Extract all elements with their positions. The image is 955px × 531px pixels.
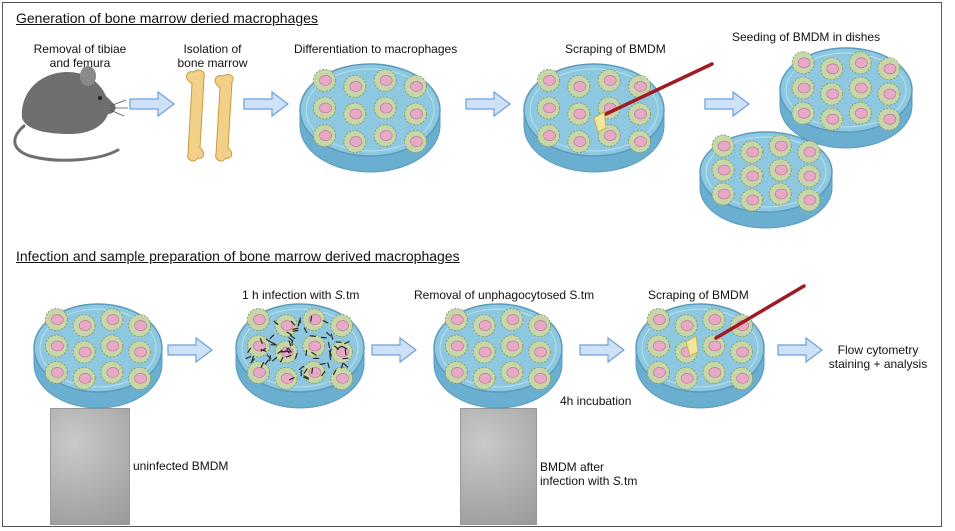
step-differentiation-label: Differentiation to macrophages bbox=[294, 42, 458, 56]
petri-dish-icon bbox=[433, 303, 563, 409]
micrograph-uninfected bbox=[50, 408, 130, 525]
petri-dish-icon bbox=[635, 303, 765, 409]
petri-dish-icon bbox=[33, 303, 163, 409]
step-infection-label: 1 h infection with S.tm bbox=[242, 288, 360, 302]
step-scraping-label: Scraping of BMDM bbox=[565, 42, 666, 56]
step-removal-unphagocytosed-label: Removal of unphagocytosed S.tm bbox=[414, 288, 595, 302]
micrograph-infected-label: BMDM after infection with S.tm bbox=[540, 460, 638, 488]
petri-dish-icon bbox=[699, 131, 833, 229]
process-arrow-icon bbox=[129, 90, 175, 118]
bone-icon bbox=[186, 69, 234, 162]
mouse-icon bbox=[13, 66, 128, 162]
section2-title: Infection and sample preparation of bone… bbox=[16, 248, 460, 264]
petri-dish-icon bbox=[299, 63, 441, 173]
process-arrow-icon bbox=[167, 336, 213, 364]
cell-scraper-icon bbox=[685, 284, 806, 357]
step-seeding-label: Seeding of BMDM in dishes bbox=[732, 30, 881, 44]
step-isolation-label: Isolation of bone marrow bbox=[177, 42, 248, 70]
bacteria-icon bbox=[245, 315, 350, 381]
petri-dish-icon bbox=[523, 63, 665, 173]
petri-dish-infected bbox=[235, 303, 365, 409]
micrograph-uninfected-label: uninfected BMDM bbox=[133, 459, 229, 473]
process-arrow-icon bbox=[704, 90, 750, 118]
micrograph-infected bbox=[460, 408, 537, 525]
process-arrow-icon bbox=[465, 90, 511, 118]
petri-dish-icon bbox=[779, 47, 913, 149]
process-arrow-icon bbox=[371, 336, 417, 364]
incubation-label: 4h incubation bbox=[560, 394, 632, 408]
section1-title: Generation of bone marrow deried macroph… bbox=[16, 10, 318, 26]
figure-frame bbox=[2, 2, 942, 527]
step-scraping2-label: Scraping of BMDM bbox=[648, 288, 749, 302]
cell-scraper-icon bbox=[593, 62, 714, 133]
process-arrow-icon bbox=[777, 336, 823, 364]
process-arrow-icon bbox=[579, 336, 625, 364]
step-removal-label: Removal of tibiae and femura bbox=[33, 42, 127, 70]
flow-cytometry-label: Flow cytometry staining + analysis bbox=[828, 343, 928, 371]
process-arrow-icon bbox=[243, 90, 289, 118]
